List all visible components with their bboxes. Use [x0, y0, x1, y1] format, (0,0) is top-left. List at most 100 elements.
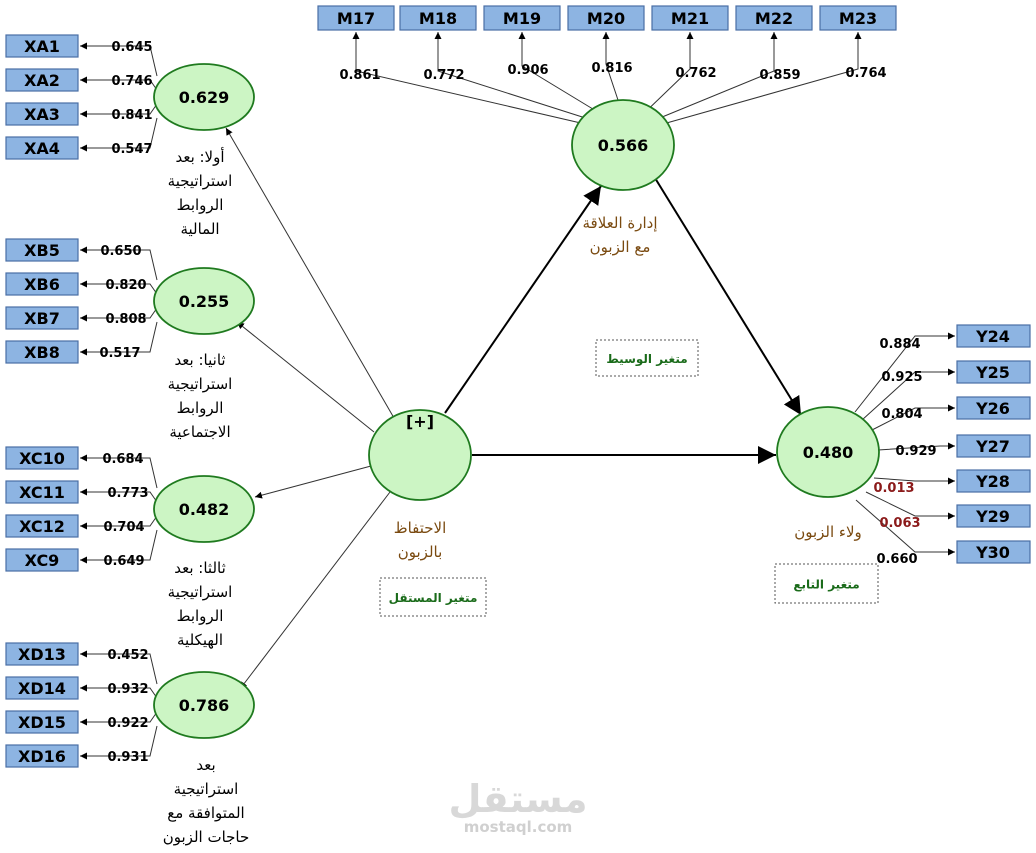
- indicator-xa2: XA2: [5, 68, 79, 92]
- loading-value: 0.650: [100, 244, 141, 259]
- construct-label-line: الروابط: [177, 196, 224, 214]
- indicator-xd16: XD16: [5, 744, 79, 768]
- loading-line: [877, 442, 955, 451]
- construct-xd: 0.786: [153, 671, 255, 739]
- loading-value: 0.762: [675, 66, 716, 81]
- construct-label-line: المتوافقة مع: [167, 804, 244, 822]
- construct-label-line: ولاء الزبون: [794, 523, 862, 541]
- construct-label-line: استراتيجية: [168, 583, 233, 601]
- construct-label-line: استراتيجية: [168, 172, 233, 190]
- watermark-site: mostaql.com: [464, 818, 573, 836]
- indicator-label: Y29: [975, 507, 1010, 526]
- indicator-label: XA1: [24, 37, 60, 56]
- loading-value: 0.932: [107, 682, 148, 697]
- loading-line: [80, 280, 158, 295]
- role-label: متغير التابع: [793, 578, 859, 592]
- indicator-m17: M17: [317, 5, 395, 31]
- construct-label-line: الاحتفاظ: [394, 519, 447, 537]
- watermark-logo: مستقل: [449, 777, 588, 821]
- loading-line: [80, 488, 158, 503]
- indicator-label: M23: [839, 9, 877, 28]
- loading-line: [649, 32, 778, 123]
- role-label: متغير الوسيط: [606, 352, 687, 367]
- loading-value: 0.013: [873, 481, 914, 496]
- loading-value: 0.841: [111, 108, 152, 123]
- construct-label-line: الهيكلية: [177, 631, 223, 649]
- indicator-xd15: XD15: [5, 710, 79, 734]
- loading-line: [861, 368, 955, 421]
- indicator-xa1: XA1: [5, 34, 79, 58]
- collapse-marker: [+]: [406, 412, 434, 431]
- role-dependent: متغير التابع: [774, 563, 879, 604]
- loading-value: 0.773: [107, 486, 148, 501]
- indicator-label: M22: [755, 9, 793, 28]
- construct-y: 0.480: [776, 406, 880, 498]
- indicator-label: Y27: [975, 437, 1010, 456]
- indicator-m23: M23: [819, 5, 897, 31]
- role-mediator: متغير الوسيط: [595, 339, 699, 377]
- construct-label-line: استراتيجية: [174, 780, 239, 798]
- path-m-to-y: [654, 177, 802, 416]
- indicator-label: M19: [503, 9, 541, 28]
- indicator-label: XC10: [19, 449, 65, 468]
- indicator-label: Y30: [975, 543, 1010, 562]
- indicator-xc10: XC10: [5, 446, 79, 470]
- loading-value: 0.861: [339, 68, 380, 83]
- loading-value: 0.929: [895, 444, 936, 459]
- construct-label-line: ثالثا: بعد: [174, 559, 226, 577]
- loading-line: [80, 725, 158, 760]
- indicator-label: XD16: [18, 747, 66, 766]
- r-squared: 0.629: [179, 88, 230, 107]
- indicator-xa3: XA3: [5, 102, 79, 126]
- indicator-label: Y24: [975, 327, 1010, 346]
- loading-value: 0.859: [759, 68, 800, 83]
- loading-value: 0.517: [99, 346, 140, 361]
- indicator-label: M17: [337, 9, 375, 28]
- loading-line: [873, 477, 955, 485]
- indicator-y27: Y27: [956, 434, 1031, 458]
- r-squared: 0.255: [179, 292, 230, 311]
- path-x-to-xa: [225, 127, 395, 419]
- loading-value: 0.804: [881, 407, 922, 422]
- loading-value: 0.746: [111, 74, 152, 89]
- indicator-xa4: XA4: [5, 136, 79, 160]
- loading-line: [80, 711, 158, 726]
- path-x-to-m: [444, 185, 602, 414]
- loading-value: 0.452: [107, 648, 148, 663]
- loading-value: 0.772: [423, 68, 464, 83]
- indicator-label: XB5: [24, 241, 60, 260]
- loading-line: [662, 32, 862, 125]
- indicator-label: XA2: [24, 71, 60, 90]
- loading-value: 0.704: [103, 520, 144, 535]
- loading-value: 0.884: [879, 337, 920, 352]
- loading-value: 0.684: [102, 452, 143, 467]
- r-squared: 0.482: [179, 500, 230, 519]
- loading-line: [80, 321, 158, 356]
- indicator-y25: Y25: [956, 360, 1031, 384]
- r-squared: 0.786: [179, 696, 230, 715]
- loading-line: [636, 32, 694, 121]
- indicator-y30: Y30: [956, 540, 1031, 564]
- construct-x: [+]: [368, 409, 472, 501]
- loading-line: [871, 404, 955, 431]
- indicator-m19: M19: [483, 5, 561, 31]
- indicator-y28: Y28: [956, 469, 1031, 493]
- indicator-label: XC11: [19, 483, 65, 502]
- indicator-label: XC9: [25, 551, 60, 570]
- loading-line: [855, 499, 955, 556]
- path-x-to-xc: [254, 465, 372, 499]
- indicator-y29: Y29: [956, 504, 1031, 528]
- indicator-xd13: XD13: [5, 642, 79, 666]
- indicator-label: Y26: [975, 399, 1010, 418]
- indicator-label: M21: [671, 9, 709, 28]
- construct-xa: 0.629: [153, 63, 255, 131]
- indicator-xd14: XD14: [5, 676, 79, 700]
- loading-value: 0.931: [107, 750, 148, 765]
- loading-value: 0.816: [591, 61, 632, 76]
- loading-line: [434, 32, 599, 123]
- construct-label-line: أولا: بعد: [175, 147, 224, 166]
- role-label: متغير المستقل: [389, 591, 478, 605]
- indicator-xc9: XC9: [5, 548, 79, 572]
- construct-label-line: بعد: [196, 756, 215, 774]
